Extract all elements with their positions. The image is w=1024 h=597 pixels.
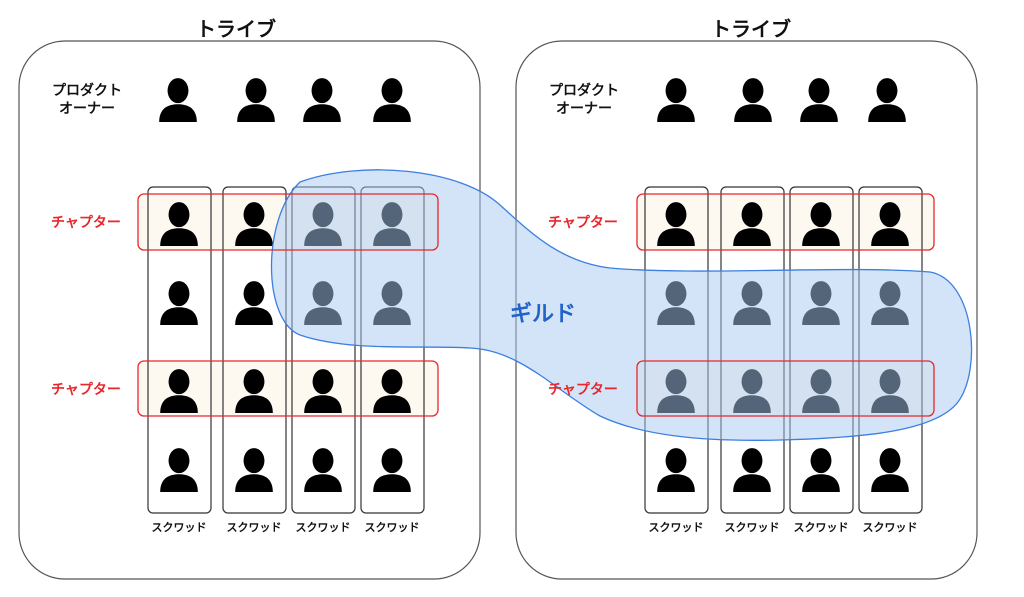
person-icon bbox=[733, 448, 771, 492]
person-icon bbox=[800, 78, 838, 122]
squad-label: スクワッド bbox=[151, 521, 207, 534]
person-icon bbox=[237, 78, 275, 122]
person-icon bbox=[160, 448, 198, 492]
guild-area bbox=[270, 169, 973, 441]
person-icon bbox=[159, 78, 197, 122]
person-icon bbox=[802, 448, 840, 492]
product-owner-label: プロダクト オーナー bbox=[549, 83, 619, 117]
squad-column bbox=[222, 186, 287, 514]
person-icon bbox=[373, 78, 411, 122]
chapter-label: チャプター bbox=[548, 382, 618, 398]
chapter-box-fill bbox=[637, 194, 934, 250]
product-owner-label: プロダクト オーナー bbox=[52, 83, 122, 117]
chapter-box bbox=[636, 193, 935, 251]
squad-label: スクワッド bbox=[793, 521, 849, 534]
tribe-title: トライブ bbox=[196, 17, 276, 41]
guild-label: ギルド bbox=[510, 302, 577, 327]
person-icon bbox=[303, 78, 341, 122]
person-icon bbox=[868, 78, 906, 122]
squad-label: スクワッド bbox=[862, 521, 918, 534]
squad-label: スクワッド bbox=[226, 521, 282, 534]
chapter-box bbox=[636, 360, 935, 417]
person-icon bbox=[235, 448, 273, 492]
chapter-box bbox=[137, 360, 439, 417]
chapter-label: チャプター bbox=[51, 382, 121, 398]
person-icon bbox=[657, 78, 695, 122]
tribe-title: トライブ bbox=[711, 17, 791, 41]
chapter-label: チャプター bbox=[51, 215, 121, 231]
chapter-box-fill bbox=[138, 361, 438, 416]
squad-label: スクワッド bbox=[648, 521, 704, 534]
squad-label: スクワッド bbox=[295, 521, 351, 534]
chapter-box bbox=[137, 193, 439, 251]
person-icon bbox=[657, 448, 695, 492]
chapter-label: チャプター bbox=[548, 215, 618, 231]
person-icon bbox=[373, 448, 411, 492]
squad-label: スクワッド bbox=[364, 521, 420, 534]
person-icon bbox=[304, 448, 342, 492]
person-icon bbox=[235, 281, 273, 325]
squad-label: スクワッド bbox=[724, 521, 780, 534]
person-icon bbox=[734, 78, 772, 122]
person-icon bbox=[871, 448, 909, 492]
squad-column bbox=[147, 186, 212, 514]
person-icon bbox=[160, 281, 198, 325]
